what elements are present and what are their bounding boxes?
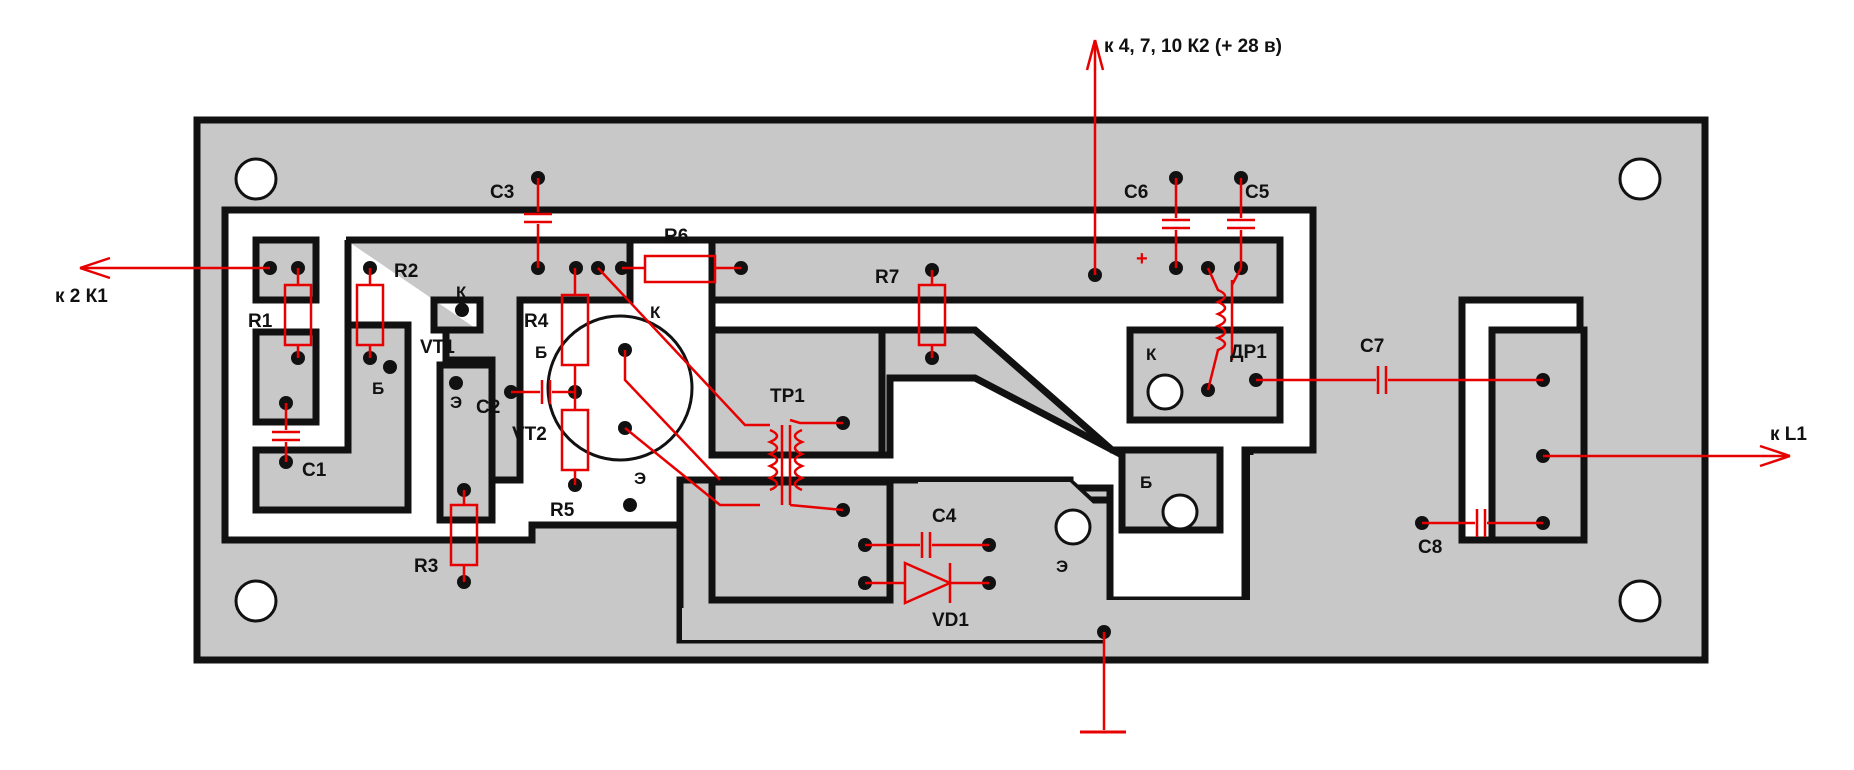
- label-c2: C2: [476, 397, 500, 418]
- pin-label-k1: К: [456, 283, 467, 302]
- hole-b3: [1161, 493, 1199, 531]
- pin-label-k3: К: [1146, 345, 1157, 364]
- polarity-plus: +: [1136, 248, 1148, 270]
- island-vt1-emitter: [436, 361, 496, 524]
- vt2-transistor-body: [546, 314, 694, 462]
- transformer-tp1: [597, 267, 844, 512]
- mounting-hole-br: [1618, 579, 1662, 623]
- island-c1: [252, 240, 412, 514]
- label-r6: R6: [664, 226, 688, 247]
- pad: [455, 303, 469, 317]
- choke-dr1: [1206, 267, 1227, 391]
- pin-label-b2: Б: [535, 343, 547, 362]
- component-symbols: [79, 39, 1791, 734]
- mounting-hole-tr: [1618, 157, 1662, 201]
- label-c7: C7: [1360, 336, 1384, 357]
- pin-label-e3: Э: [1056, 557, 1068, 576]
- arrow-top-head: [1085, 39, 1105, 71]
- label-c3: C3: [490, 182, 514, 203]
- large-holes: [1054, 373, 1199, 546]
- island-ground-fill: [682, 455, 1313, 640]
- label-c5: C5: [1245, 182, 1270, 203]
- mounting-hole-bl: [234, 579, 278, 623]
- label-c1: C1: [302, 460, 327, 481]
- pin-label-e1: Э: [450, 393, 462, 412]
- label-r1: R1: [248, 311, 273, 332]
- diode-vd1: [903, 561, 954, 605]
- label-c8: C8: [1418, 537, 1442, 558]
- label-tp1: ТР1: [770, 386, 805, 407]
- label-dr1: ДР1: [1230, 342, 1267, 363]
- pin-label-b3: Б: [1140, 473, 1152, 492]
- label-c4: C4: [932, 506, 957, 527]
- pad: [383, 360, 397, 374]
- connection-top: к 4, 7, 10 К2 (+ 28 в): [1104, 36, 1282, 57]
- label-c6: C6: [1124, 182, 1148, 203]
- arrow-left-head: [79, 256, 111, 280]
- hole-e3: [1054, 508, 1092, 546]
- pin-label-b1: Б: [372, 379, 384, 398]
- label-vt1: VT1: [420, 337, 455, 358]
- label-vt2: VT2: [512, 424, 547, 445]
- hole-k3: [1146, 373, 1184, 411]
- copper-outlines: [708, 236, 1588, 544]
- island-output-inner: [1488, 326, 1588, 544]
- label-r7: R7: [875, 267, 899, 288]
- label-r2: R2: [394, 261, 418, 282]
- pin-label-e2: Э: [634, 469, 646, 488]
- island-top-strip: [708, 236, 1284, 304]
- label-r3: R3: [414, 556, 438, 577]
- connection-left: к 2 К1: [55, 286, 108, 307]
- pad: [449, 376, 463, 390]
- label-vd1: VD1: [932, 610, 969, 631]
- pad: [623, 498, 637, 512]
- connection-right: к L1: [1770, 424, 1807, 445]
- label-r5: R5: [550, 500, 575, 521]
- pin-label-k2: К: [650, 303, 661, 322]
- mounting-hole-tl: [234, 157, 278, 201]
- island-tp1-top: [708, 326, 886, 459]
- arrow-right-head: [1759, 444, 1791, 468]
- label-r4: R4: [524, 311, 549, 332]
- mounting-holes: [234, 157, 1662, 623]
